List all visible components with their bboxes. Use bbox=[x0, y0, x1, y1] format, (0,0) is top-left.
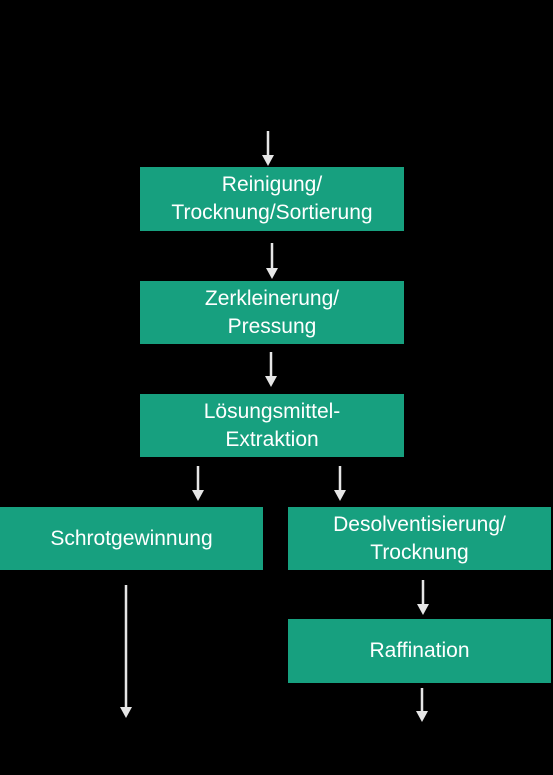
arrow-down-icon bbox=[266, 243, 278, 279]
step-schrotgewinnung-box: Schrotgewinnung bbox=[0, 507, 263, 570]
arrow-down-icon bbox=[416, 688, 428, 722]
step-reinigung-box: Reinigung/ Trocknung/Sortierung bbox=[140, 167, 404, 231]
arrow-down-icon bbox=[192, 466, 204, 501]
arrow-down-icon bbox=[334, 466, 346, 501]
step-desolventisierung-box: Desolventisierung/ Trocknung bbox=[288, 507, 551, 570]
step-raffination-box: Raffination bbox=[288, 619, 551, 683]
step-extraktion-box: Lösungsmittel- Extraktion bbox=[140, 394, 404, 457]
arrow-down-icon bbox=[262, 131, 274, 166]
arrow-down-icon bbox=[417, 580, 429, 615]
step-zerkleinerung-box: Zerkleinerung/ Pressung bbox=[140, 281, 404, 344]
arrow-down-icon bbox=[265, 352, 277, 387]
arrow-down-icon bbox=[120, 585, 132, 718]
